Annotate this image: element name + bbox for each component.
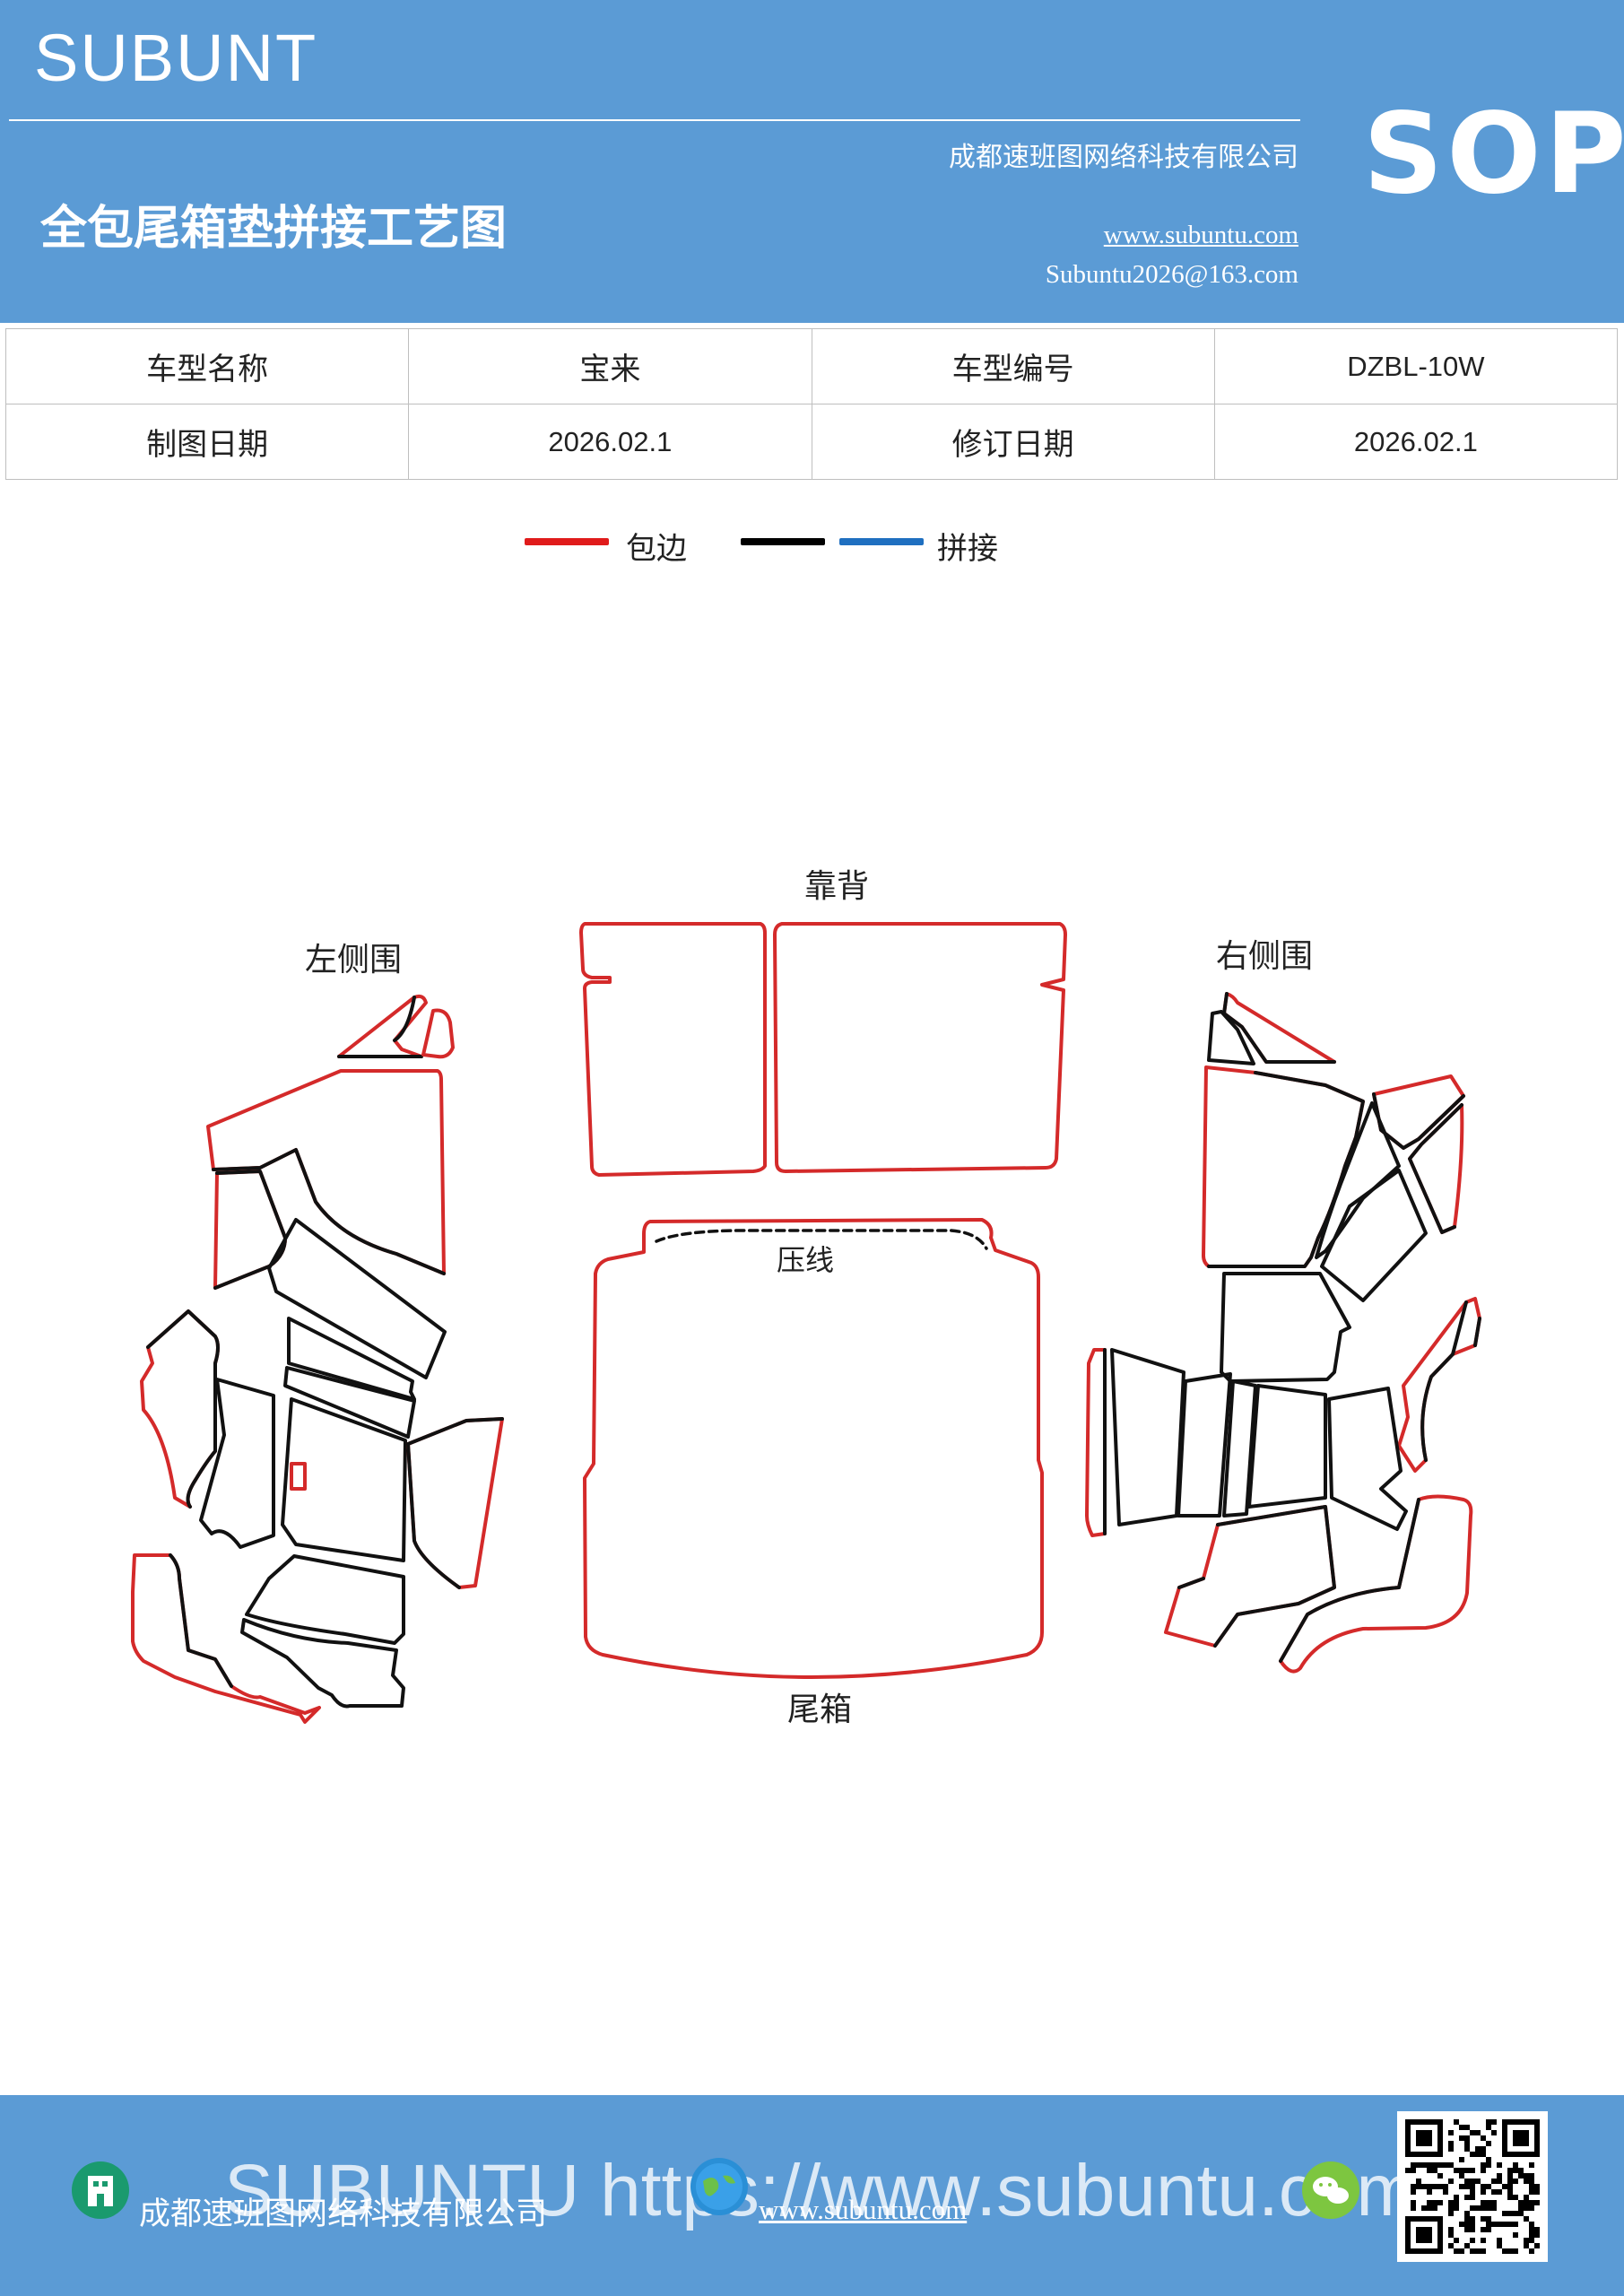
left-piece-1-seam <box>337 996 423 1058</box>
left-piece-9 <box>199 1378 275 1549</box>
header-divider <box>9 119 1300 121</box>
company-name: 成都速班图网络科技有限公司 <box>949 142 1298 173</box>
left-piece-10-slot <box>290 1462 307 1491</box>
left-piece-11-seam <box>406 1417 504 1589</box>
right-piece-13 <box>1222 1379 1257 1518</box>
right-piece-9 <box>1397 1297 1481 1473</box>
table-cell: 制图日期 <box>4 404 410 480</box>
qr-code[interactable] <box>1397 2111 1548 2262</box>
left-piece-12 <box>245 1554 405 1645</box>
label-crease: 压线 <box>777 1243 834 1277</box>
right-piece-14 <box>1247 1384 1327 1509</box>
legend-swatch-seam-blue <box>839 538 924 545</box>
footer-company: 成都速班图网络科技有限公司 <box>139 2196 548 2232</box>
left-piece-10 <box>281 1397 407 1562</box>
header-banner: SUBUNT 全包尾箱垫拼接工艺图 成都速班图网络科技有限公司 www.subu… <box>0 0 1624 323</box>
right-piece-9-seam <box>1420 1300 1481 1462</box>
left-piece-7 <box>283 1366 416 1439</box>
page-title: 全包尾箱垫拼接工艺图 <box>40 201 508 256</box>
right-piece-17 <box>1164 1505 1336 1648</box>
email-address: Subuntu2026@163.com <box>1045 260 1298 289</box>
backrest-right-panel <box>773 922 1067 1173</box>
left-piece-4-seam <box>213 1170 287 1290</box>
legend-swatch-edge <box>525 538 609 545</box>
globe-icon <box>690 2158 748 2215</box>
legend-swatch-seam-black <box>741 538 825 545</box>
right-piece-8 <box>1220 1272 1351 1383</box>
label-right-side: 右侧围 <box>1216 938 1313 975</box>
footer-website-link[interactable]: www.subuntu.com <box>759 2194 968 2225</box>
table-cell: DZBL-10W <box>1213 328 1619 404</box>
label-backrest: 靠背 <box>804 868 869 905</box>
right-piece-12 <box>1177 1372 1232 1518</box>
left-piece-13-seam <box>169 1553 233 1688</box>
right-piece-5-seam <box>1408 1103 1463 1234</box>
left-piece-8-seam <box>146 1309 220 1509</box>
table-cell: 宝来 <box>408 328 812 404</box>
table-row: 车型名称 宝来 车型编号 DZBL-10W <box>4 328 1619 404</box>
right-piece-10 <box>1085 1348 1107 1537</box>
trunk-panel <box>583 1218 1044 1679</box>
left-piece-3-seam <box>212 1148 446 1275</box>
table-cell: 2026.02.1 <box>408 404 812 480</box>
website-link[interactable]: www.subuntu.com <box>1103 221 1298 249</box>
table-cell: 修订日期 <box>811 404 1215 480</box>
wechat-icon[interactable] <box>1302 2161 1359 2219</box>
left-piece-2 <box>421 1008 455 1059</box>
right-piece-3-seam <box>1207 1071 1365 1268</box>
left-piece-5 <box>267 1218 447 1379</box>
table-cell: 车型名称 <box>4 328 410 404</box>
footer-watermark: SUBUNTU https://www.subuntu.com <box>224 2150 1418 2231</box>
table-cell: 车型编号 <box>811 328 1215 404</box>
label-left-side: 左侧围 <box>305 942 402 978</box>
right-piece-7 <box>1320 1169 1428 1302</box>
left-piece-14 <box>240 1618 405 1709</box>
label-trunk: 尾箱 <box>787 1692 852 1728</box>
brand-name: SUBUNT <box>34 21 318 95</box>
right-piece-2 <box>1207 1010 1255 1065</box>
right-piece-16-seam <box>1279 1498 1420 1663</box>
footer-banner: SUBUNTU https://www.subuntu.com 成都速班图网络科… <box>0 2095 1624 2296</box>
left-piece-11 <box>406 1417 504 1589</box>
crease-line <box>655 1229 988 1250</box>
building-icon <box>72 2161 129 2219</box>
table-cell: 2026.02.1 <box>1213 404 1619 480</box>
vehicle-info-table: 车型名称 宝来 车型编号 DZBL-10W 制图日期 2026.02.1 修订日… <box>4 328 1619 480</box>
right-piece-11 <box>1110 1348 1185 1526</box>
right-piece-16 <box>1279 1494 1473 1674</box>
table-row: 制图日期 2026.02.1 修订日期 2026.02.1 <box>4 404 1619 480</box>
right-piece-6 <box>1315 1101 1401 1259</box>
legend-label-edge: 包边 <box>626 531 687 567</box>
right-piece-1-seam <box>1222 992 1336 1064</box>
legend-label-seam: 拼接 <box>937 531 998 567</box>
left-piece-4 <box>213 1170 287 1290</box>
left-piece-6 <box>287 1317 416 1401</box>
right-piece-17-seam <box>1177 1505 1336 1648</box>
right-piece-15 <box>1327 1387 1408 1531</box>
legend: 包边 拼接 <box>0 520 1624 574</box>
backrest-left-panel <box>579 922 767 1177</box>
left-piece-13 <box>131 1553 321 1724</box>
right-piece-3 <box>1202 1065 1365 1268</box>
sop-badge: SOP <box>1363 90 1624 219</box>
